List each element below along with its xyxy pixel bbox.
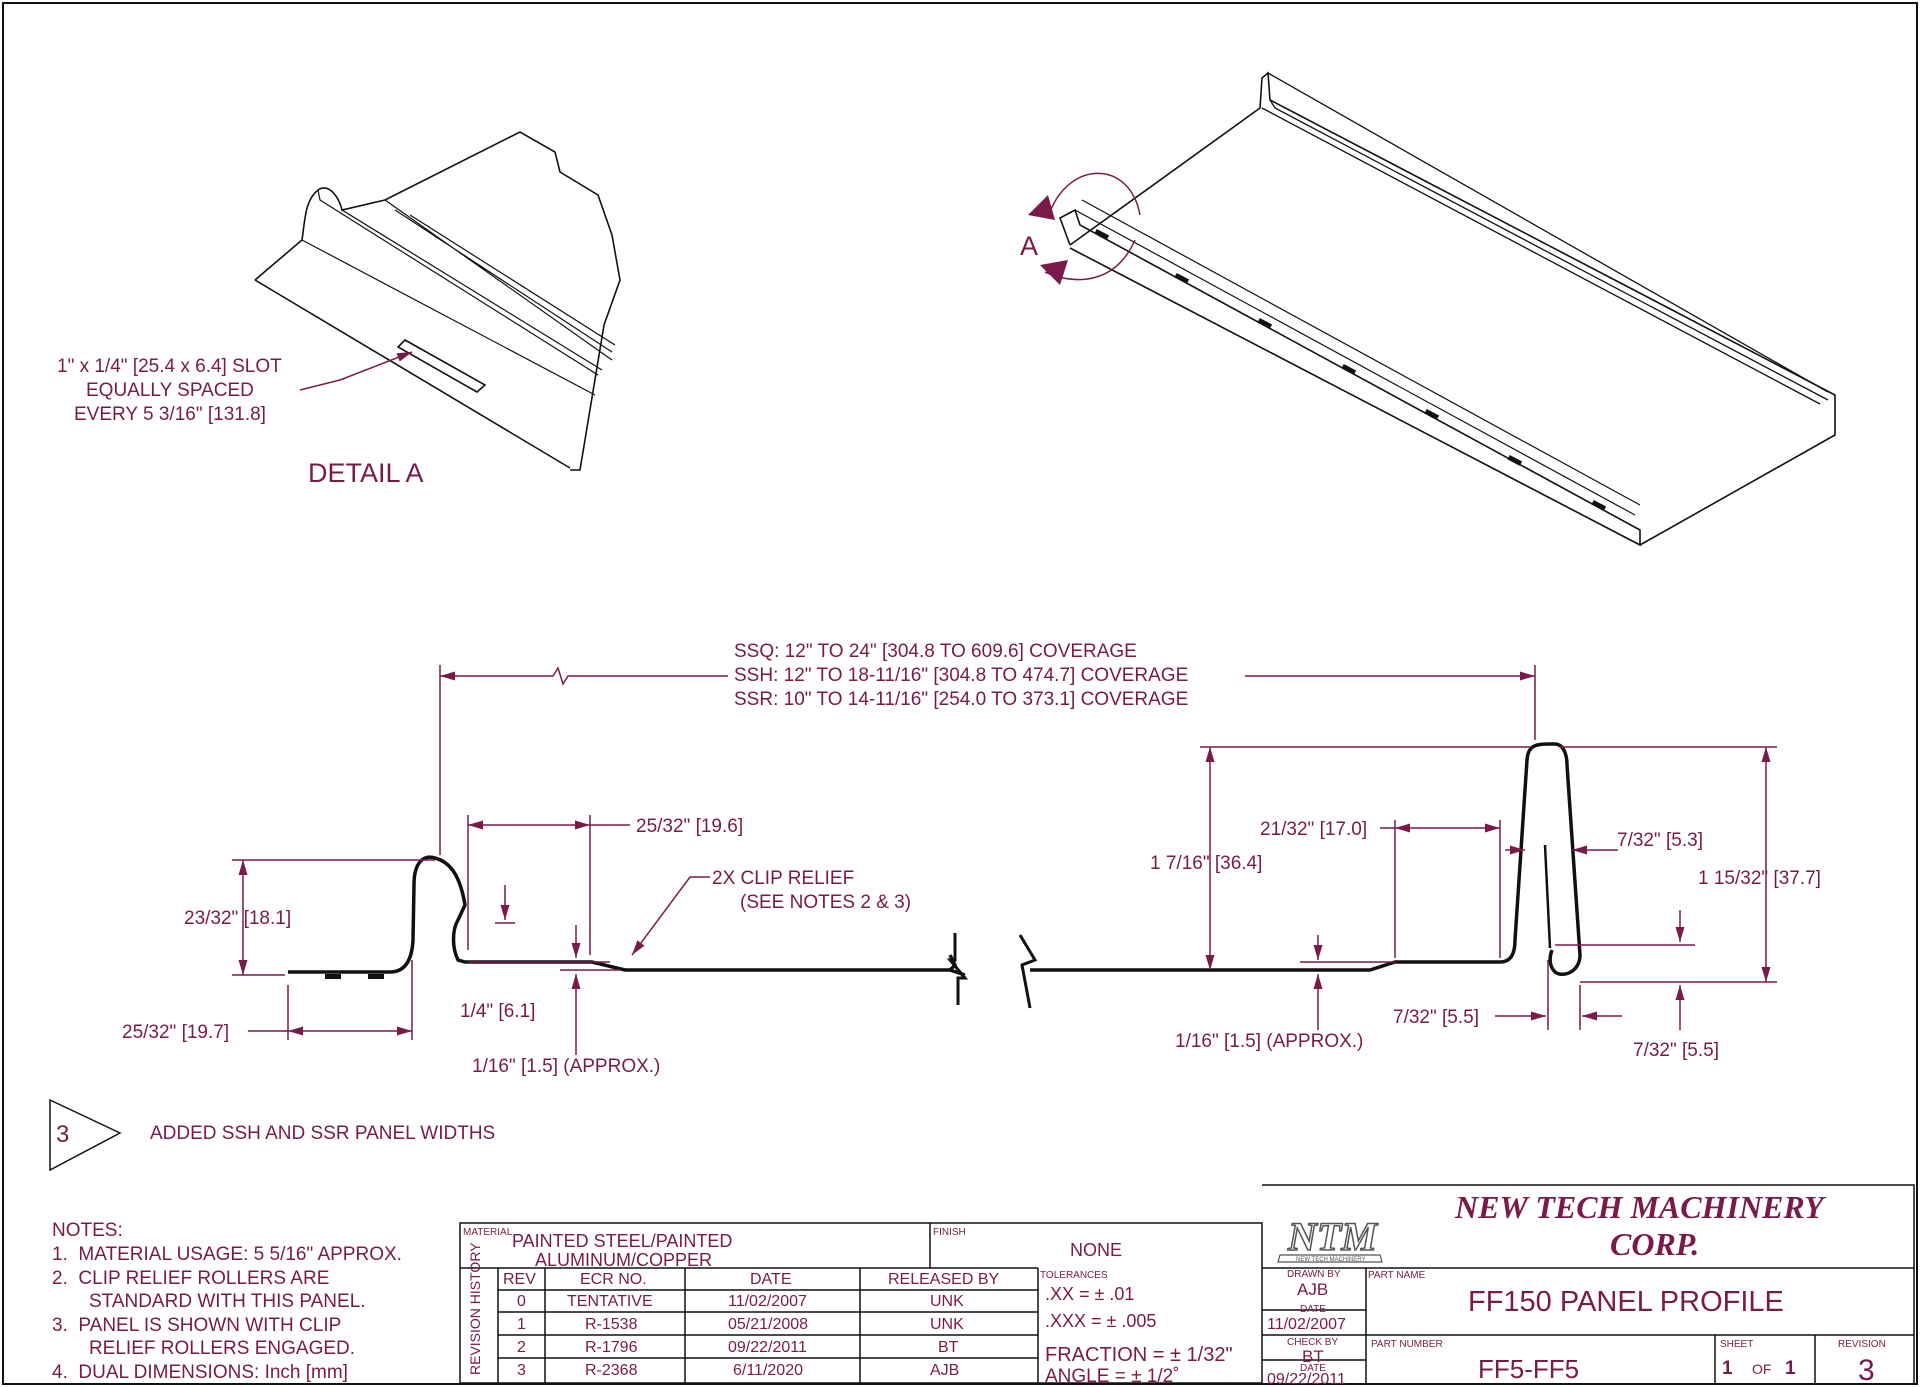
date-cell: 05/21/2008 — [728, 1316, 808, 1333]
tolerances-label: TOLERANCES — [1040, 1270, 1108, 1281]
released-cell: UNK — [930, 1293, 964, 1310]
note-line: STANDARD WITH THIS PANEL. — [52, 1291, 366, 1312]
check-date-label: DATE — [1300, 1363, 1326, 1374]
ecr-cell: R-1796 — [585, 1339, 638, 1356]
note-line: 1. MATERIAL USAGE: 5 5/16" APPROX. — [52, 1244, 402, 1265]
dim-23-32: 23/32" [18.1] — [184, 908, 291, 929]
date-cell: 09/22/2011 — [728, 1339, 807, 1356]
dim-25-32-top: 25/32" [19.6] — [636, 816, 743, 837]
dim-7-32-5-5-left: 7/32" [5.5] — [1393, 1007, 1479, 1028]
clip-relief-line2: (SEE NOTES 2 & 3) — [740, 892, 911, 913]
ecr-cell: TENTATIVE — [567, 1293, 653, 1310]
dim-1-4: 1/4" [6.1] — [460, 1001, 535, 1022]
revision-row: 1 R-1538 05/21/2008 UNK — [517, 1316, 964, 1333]
revision-label: REVISION — [1838, 1339, 1886, 1350]
title-block: MATERIAL PAINTED STEEL/PAINTED ALUMINUM/… — [459, 1184, 1915, 1387]
material-line2: ALUMINUM/COPPER — [535, 1250, 712, 1270]
date-cell: 11/02/2007 — [728, 1293, 807, 1310]
released-cell: BT — [938, 1339, 959, 1356]
finish-value: NONE — [1070, 1240, 1122, 1260]
rev-cell: 2 — [517, 1339, 526, 1356]
col-header-released: RELEASED BY — [888, 1271, 999, 1288]
drawn-by-value: AJB — [1297, 1280, 1328, 1299]
detail-a-view: 1" x 1/4" [25.4 x 6.4] SLOT EQUALLY SPAC… — [57, 131, 621, 488]
note-line: RELIEF ROLLERS ENGAGED. — [52, 1338, 355, 1359]
drawn-date-value: 11/02/2007 — [1267, 1316, 1346, 1333]
rev-cell: 0 — [517, 1293, 526, 1310]
revision-row: 2 R-1796 09/22/2011 BT — [517, 1339, 959, 1356]
coverage-ssq: SSQ: 12" TO 24" [304.8 TO 609.6] COVERAG… — [734, 641, 1137, 662]
logo-subtitle: NEW TECH MACHINERY — [1296, 1257, 1365, 1263]
dim-25-32-bottom: 25/32" [19.7] — [122, 1022, 229, 1043]
part-name-value: FF150 PANEL PROFILE — [1468, 1286, 1784, 1318]
col-header-ecr: ECR NO. — [580, 1271, 647, 1288]
revision-history-label: REVISION HISTORY — [467, 1242, 483, 1375]
note-line: 4. DUAL DIMENSIONS: Inch [mm] — [52, 1362, 348, 1383]
material-label: MATERIAL — [463, 1227, 513, 1238]
notes-block: NOTES: 1. MATERIAL USAGE: 5 5/16" APPROX… — [52, 1220, 402, 1383]
sheet-of: OF — [1752, 1361, 1771, 1377]
check-by-value: BT — [1302, 1347, 1324, 1366]
tolerance-angle: ANGLE = ± 1/2˚ — [1045, 1366, 1180, 1387]
dim-7-32-5-3: 7/32" [5.3] — [1617, 830, 1703, 851]
tolerance-xxx: .XXX = ± .005 — [1045, 1311, 1156, 1331]
drawn-by-label: DRAWN BY — [1287, 1269, 1341, 1280]
drawn-date-label: DATE — [1300, 1304, 1326, 1315]
revision-note: 3 ADDED SSH AND SSR PANEL WIDTHS — [49, 1098, 495, 1172]
dim-21-32: 21/32" [17.0] — [1260, 819, 1367, 840]
notes-title: NOTES: — [52, 1220, 123, 1241]
logo-mark: NTM — [1287, 1214, 1378, 1259]
dim-1-16-right: 1/16" [1.5] (APPROX.) — [1175, 1031, 1363, 1052]
material-line1: PAINTED STEEL/PAINTED — [512, 1231, 732, 1251]
revision-note-text: ADDED SSH AND SSR PANEL WIDTHS — [150, 1123, 495, 1144]
tolerance-fraction: FRACTION = ± 1/32" — [1045, 1344, 1233, 1366]
dim-1-16-left: 1/16" [1.5] (APPROX.) — [472, 1056, 660, 1077]
released-cell: AJB — [930, 1362, 959, 1379]
finish-label: FINISH — [933, 1227, 966, 1238]
note-line: 2. CLIP RELIEF ROLLERS ARE — [52, 1268, 329, 1289]
dim-1-7-16: 1 7/16" [36.4] — [1150, 853, 1262, 874]
view-marker-a: A — [1020, 231, 1038, 261]
revision-value: 3 — [1858, 1354, 1875, 1387]
slot-note-line1: 1" x 1/4" [25.4 x 6.4] SLOT — [57, 356, 282, 377]
sheet-total: 1 — [1785, 1358, 1796, 1379]
revision-note-number: 3 — [56, 1121, 69, 1148]
sheet-label: SHEET — [1720, 1339, 1753, 1350]
company-name-line2: CORP. — [1610, 1226, 1699, 1262]
ecr-cell: R-2368 — [585, 1362, 638, 1379]
revision-row: 3 R-2368 6/11/2020 AJB — [517, 1362, 959, 1379]
slot-note-line3: EVERY 5 3/16" [131.8] — [74, 404, 266, 425]
part-number-value: FF5-FF5 — [1478, 1354, 1579, 1384]
ecr-cell: R-1538 — [585, 1316, 638, 1333]
released-cell: UNK — [930, 1316, 964, 1333]
rev-cell: 3 — [517, 1362, 526, 1379]
slot-note-line2: EQUALLY SPACED — [86, 380, 254, 401]
coverage-ssr: SSR: 10" TO 14-11/16" [254.0 TO 373.1] C… — [734, 689, 1188, 710]
part-name-label: PART NAME — [1368, 1270, 1426, 1281]
dim-7-32-5-5-right: 7/32" [5.5] — [1633, 1040, 1719, 1061]
panel-profile-section: SSQ: 12" TO 24" [304.8 TO 609.6] COVERAG… — [122, 641, 1821, 1077]
note-line: 3. PANEL IS SHOWN WITH CLIP — [52, 1315, 341, 1336]
clip-relief-line1: 2X CLIP RELIEF — [712, 868, 854, 889]
isometric-panel-view: A — [1020, 71, 1836, 547]
rev-cell: 1 — [517, 1316, 526, 1333]
col-header-date: DATE — [750, 1271, 791, 1288]
detail-a-title: DETAIL A — [308, 458, 424, 488]
revision-row: 0 TENTATIVE 11/02/2007 UNK — [517, 1293, 964, 1310]
part-number-label: PART NUMBER — [1371, 1339, 1443, 1350]
date-cell: 6/11/2020 — [733, 1362, 803, 1379]
company-name-line1: NEW TECH MACHINERY — [1454, 1189, 1826, 1225]
col-header-rev: REV — [503, 1271, 536, 1288]
coverage-ssh: SSH: 12" TO 18-11/16" [304.8 TO 474.7] C… — [734, 665, 1188, 686]
ntm-logo: NTM NEW TECH MACHINERY — [1277, 1213, 1383, 1263]
dim-1-15-32: 1 15/32" [37.7] — [1698, 868, 1821, 889]
sheet-value: 1 — [1722, 1358, 1733, 1379]
check-by-label: CHECK BY — [1287, 1337, 1338, 1348]
iso-slots — [1094, 228, 1607, 511]
check-date-value: 09/22/2011 — [1267, 1371, 1346, 1387]
tolerance-xx: .XX = ± .01 — [1045, 1284, 1134, 1304]
